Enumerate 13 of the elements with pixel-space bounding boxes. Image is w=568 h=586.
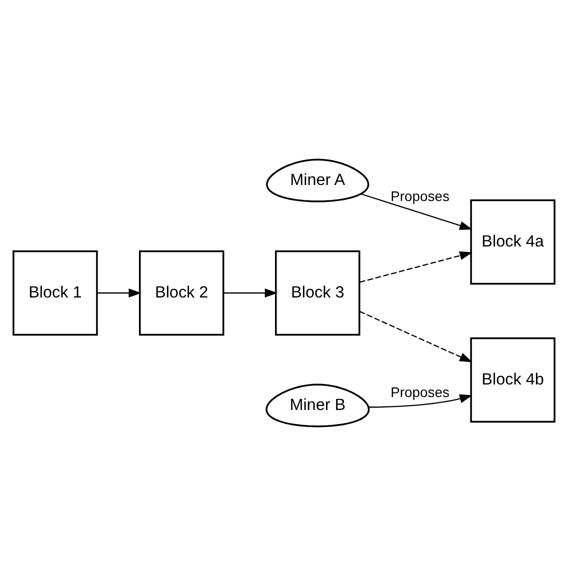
arrow [97,288,142,298]
node-box: Block 2 [139,250,224,336]
node-box: Block 4a [470,199,556,285]
arrow [360,193,472,230]
node-box: Block 4b [470,337,556,423]
arrow [359,310,472,362]
arrow [360,251,472,283]
edge-label: Proposes [390,384,450,400]
arrow [224,288,278,298]
node-box: Block 1 [12,250,98,336]
node-box: Block 3 [275,250,360,336]
edge-label: Proposes [390,188,450,204]
arrow [368,394,472,408]
